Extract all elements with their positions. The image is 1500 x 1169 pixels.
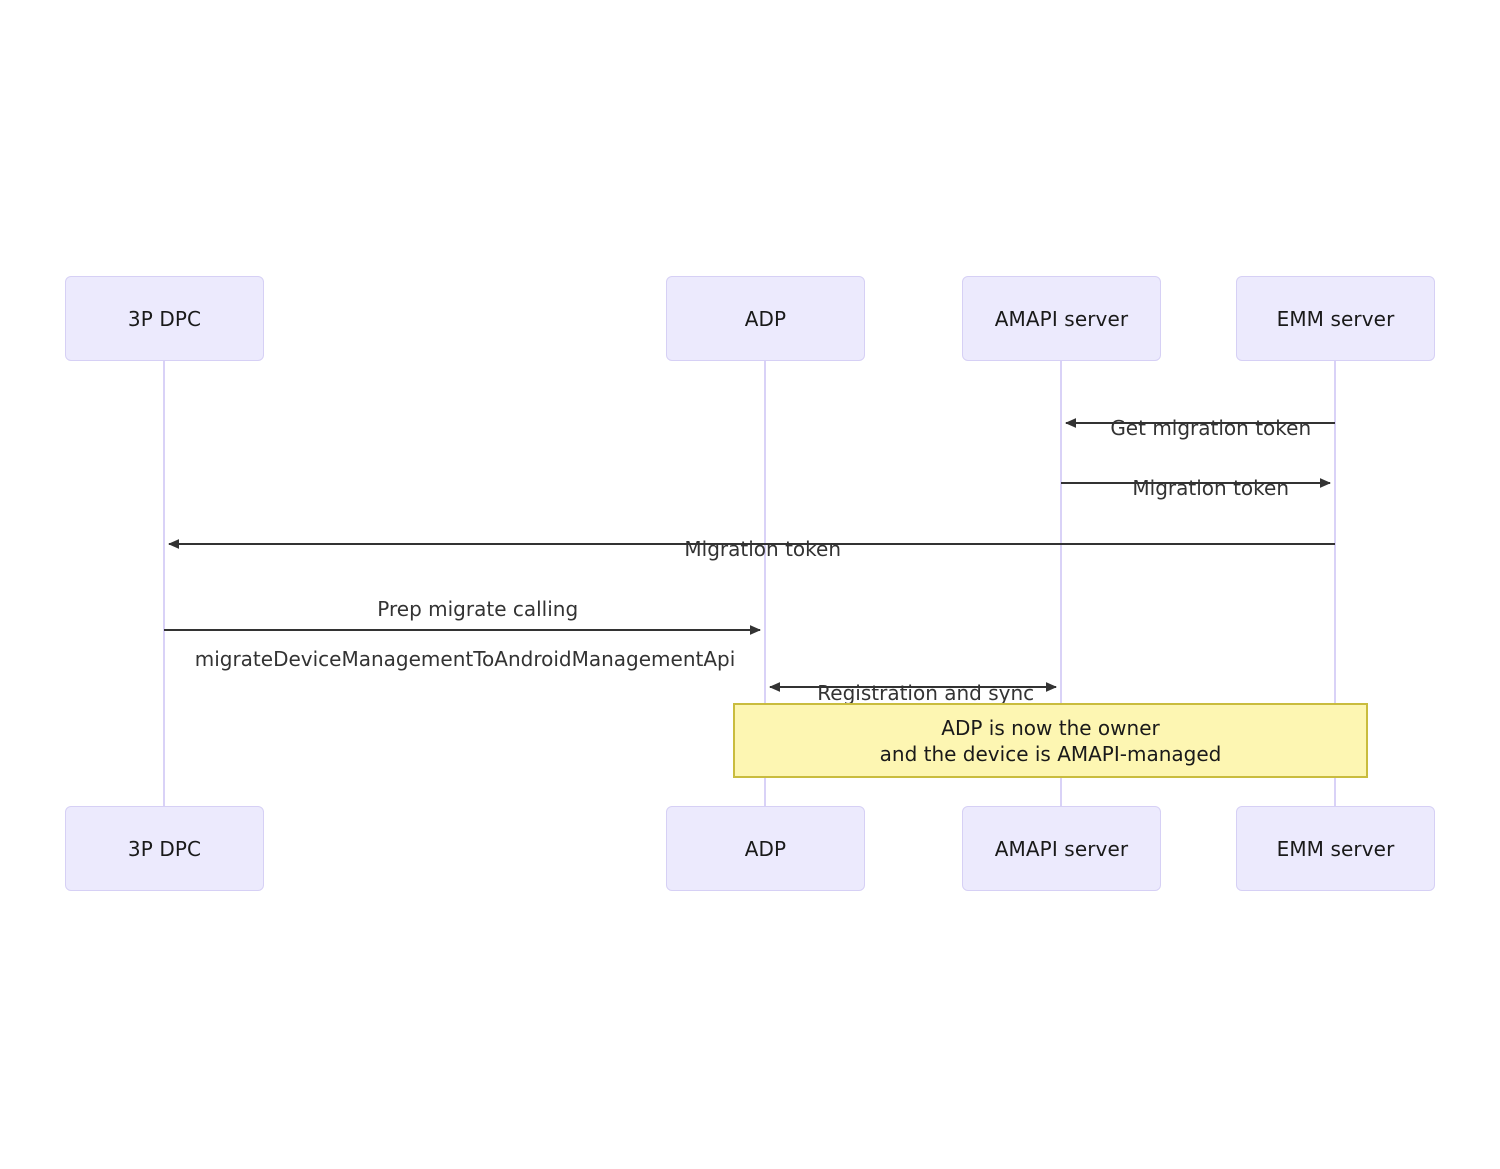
participant-top-amapi[interactable]: AMAPI server [962, 276, 1161, 361]
participant-label: EMM server [1276, 306, 1395, 331]
message-text: Migration token [684, 537, 842, 561]
participant-top-dpc[interactable]: 3P DPC [65, 276, 264, 361]
message-arrows [164, 418, 1335, 692]
message-label-prep-migrate: Prep migrate calling migrateDeviceManage… [195, 572, 736, 722]
participant-label: ADP [744, 836, 787, 861]
participant-label: ADP [744, 306, 787, 331]
participant-label: 3P DPC [127, 306, 202, 331]
participant-bottom-amapi[interactable]: AMAPI server [962, 806, 1161, 891]
message-text-line1: Prep migrate calling [377, 597, 579, 621]
message-label-get-migration-token: Get migration token [1085, 391, 1311, 466]
message-text: Registration and sync [817, 681, 1035, 705]
participant-label: AMAPI server [994, 306, 1129, 331]
participant-bottom-adp[interactable]: ADP [666, 806, 865, 891]
message-text: Migration token [1132, 476, 1290, 500]
note-adp-owner: ADP is now the owner and the device is A… [733, 703, 1368, 778]
message-text-line2: migrateDeviceManagementToAndroidManageme… [194, 647, 736, 671]
note-line-1: ADP is now the owner [941, 715, 1160, 740]
message-label-migration-token-amapi-emm: Migration token [1107, 451, 1289, 526]
participant-bottom-dpc[interactable]: 3P DPC [65, 806, 264, 891]
participant-label: AMAPI server [994, 836, 1129, 861]
participant-label: 3P DPC [127, 836, 202, 861]
participant-label: EMM server [1276, 836, 1395, 861]
participant-bottom-emm[interactable]: EMM server [1236, 806, 1435, 891]
message-label-registration-and-sync: Registration and sync [792, 656, 1034, 731]
message-label-migration-token-emm-dpc: Migration token [659, 512, 841, 587]
participant-top-adp[interactable]: ADP [666, 276, 865, 361]
note-line-2: and the device is AMAPI-managed [879, 741, 1222, 766]
participant-top-emm[interactable]: EMM server [1236, 276, 1435, 361]
note-content: ADP is now the owner and the device is A… [880, 715, 1222, 767]
message-text: Get migration token [1110, 416, 1312, 440]
